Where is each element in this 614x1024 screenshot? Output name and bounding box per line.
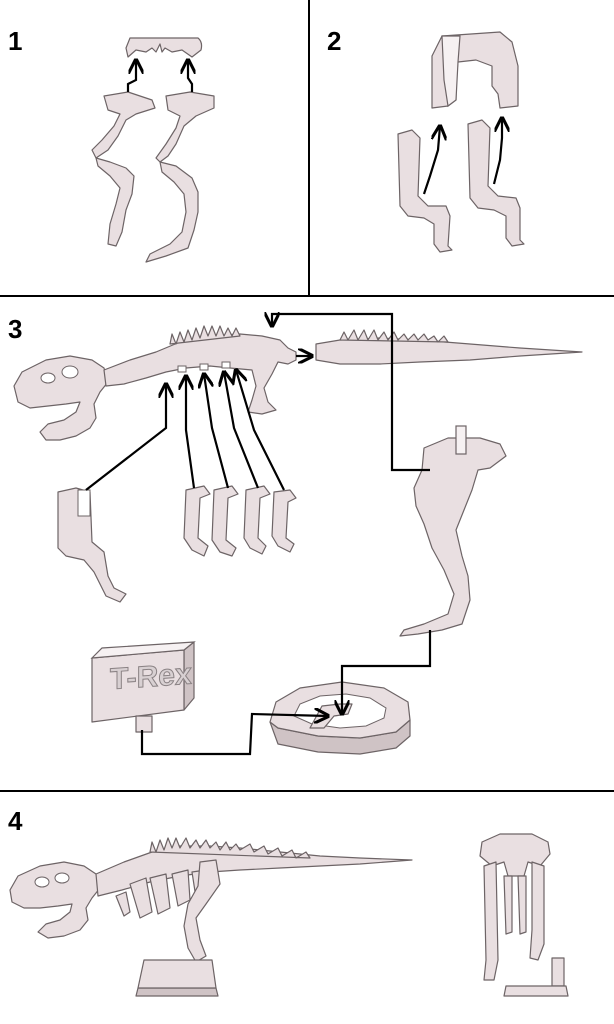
- step3-arm-tab: [77, 489, 91, 517]
- step2-group: [397, 31, 525, 253]
- step2-arrow-left: [422, 126, 440, 195]
- step4-skull-window: [54, 872, 70, 884]
- step3-rib-slot-3: [221, 361, 231, 369]
- step4-group: [9, 833, 569, 997]
- step3-rib-pieces: [183, 485, 297, 557]
- step3-arrow-rib-2: [204, 374, 230, 489]
- step1-hip-connector: [125, 37, 203, 58]
- step4-front-sign: [551, 957, 565, 987]
- step3-tail: [315, 337, 583, 365]
- step3-nameplate-sign: T-Rex: [90, 641, 196, 733]
- step3-rib-3: [243, 485, 271, 555]
- step3-rib-4: [271, 489, 297, 553]
- step3-tail-spines: [339, 329, 449, 343]
- step4-leg: [183, 859, 221, 963]
- step-number-2: 2: [327, 26, 342, 56]
- step-number-3: 3: [8, 314, 23, 344]
- step3-rib-slot-2: [199, 363, 209, 371]
- step3-arrow-rib-3: [224, 372, 260, 489]
- step3-group: T-Rex: [13, 314, 583, 756]
- step4-back-spines: [149, 837, 311, 859]
- step3-leg-assembly: [399, 437, 507, 637]
- step3-skull-window: [61, 365, 79, 379]
- step4-ribs: [129, 869, 207, 919]
- step3-rib-1: [183, 485, 211, 557]
- step3-spine-front: [103, 333, 297, 415]
- step3-arrow-arm: [85, 384, 166, 491]
- step4-base-front: [137, 959, 217, 989]
- step4-front-base: [503, 985, 569, 997]
- step3-leg-tab: [455, 425, 467, 455]
- step1-right-leg: [145, 91, 215, 263]
- step3-back-spines: [169, 325, 241, 345]
- step4-arm: [115, 891, 131, 917]
- step3-arm-piece: [57, 487, 127, 603]
- step1-group: [91, 37, 215, 263]
- step1-arrow-left: [126, 60, 136, 92]
- step4-skull: [9, 861, 101, 939]
- step4-front-view: [479, 833, 569, 997]
- step3-arrow-rib-4: [236, 370, 285, 491]
- step4-front-legs: [483, 861, 545, 981]
- step3-arrow-leg-to-base: [342, 630, 432, 714]
- step1-left-leg: [91, 91, 156, 247]
- step3-rib-2: [211, 485, 239, 557]
- step4-skull-eye: [34, 876, 50, 888]
- step2-arrow-right: [492, 118, 502, 185]
- step3-base-ring: [269, 681, 411, 755]
- step3-arrow-leg-to-body: [272, 314, 430, 472]
- step4-base-side: [135, 987, 219, 997]
- step2-left-post: [397, 129, 453, 253]
- step3-arrow-sign-to-base: [140, 714, 328, 756]
- step-number-4: 4: [8, 806, 23, 836]
- step-number-1: 1: [8, 26, 23, 56]
- step3-sign-top: [90, 641, 196, 659]
- step3-sign-peg: [135, 715, 153, 733]
- step4-front-arms: [503, 875, 527, 935]
- step3-skull: [13, 355, 109, 441]
- step2-right-post: [467, 119, 525, 247]
- step1-arrow-right: [188, 60, 192, 92]
- step3-arrow-rib-1: [186, 376, 196, 489]
- step3-rib-slot-1: [177, 365, 187, 373]
- sign-label: T-Rex: [110, 658, 192, 697]
- step3-skull-eye: [40, 372, 56, 384]
- step2-arch-highlight: [441, 35, 461, 108]
